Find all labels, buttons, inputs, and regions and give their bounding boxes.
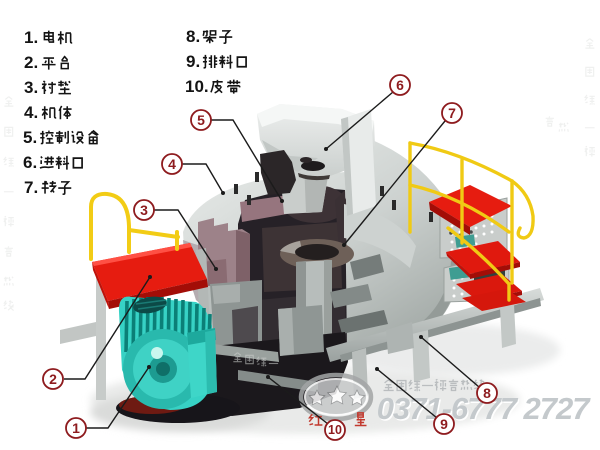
svg-text:2.: 2. [24, 53, 38, 72]
svg-text:4: 4 [168, 156, 176, 172]
svg-text:1: 1 [72, 420, 80, 436]
svg-text:3: 3 [140, 202, 148, 218]
svg-text:5.: 5. [23, 128, 37, 147]
svg-text:9.: 9. [186, 52, 200, 71]
svg-text:1.: 1. [24, 28, 38, 47]
svg-text:9: 9 [440, 416, 448, 432]
svg-text:4.: 4. [24, 103, 38, 122]
svg-text:10.: 10. [185, 77, 209, 96]
svg-text:5: 5 [197, 112, 205, 128]
svg-text:6.: 6. [23, 153, 37, 172]
svg-text:3.: 3. [24, 78, 38, 97]
svg-text:8.: 8. [186, 27, 200, 46]
svg-text:10: 10 [328, 423, 342, 437]
svg-text:7.: 7. [24, 178, 38, 197]
svg-text:8: 8 [483, 385, 491, 401]
svg-text:2: 2 [49, 371, 57, 387]
svg-text:6: 6 [396, 77, 404, 93]
svg-text:7: 7 [448, 105, 456, 121]
